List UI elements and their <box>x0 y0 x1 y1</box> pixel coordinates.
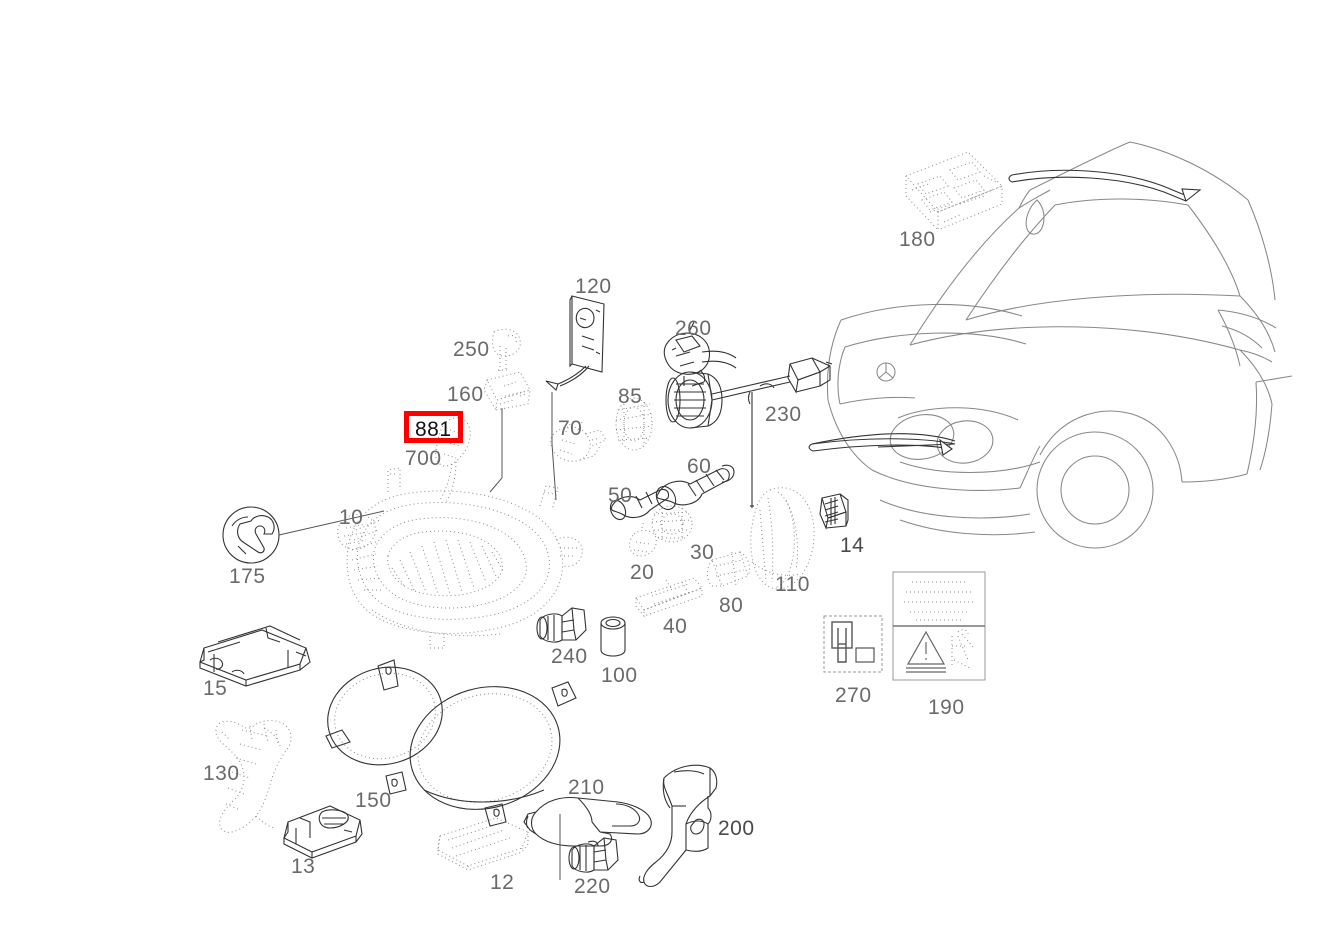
part-200-cover <box>638 764 718 888</box>
callout-250[interactable]: 250 <box>453 338 490 361</box>
part-160-connector <box>483 371 531 412</box>
callout-190[interactable]: 190 <box>928 696 965 719</box>
callout-85[interactable]: 85 <box>618 385 643 408</box>
part-10-headlamp-housing <box>337 467 583 649</box>
leader-line-160-to-housing <box>489 408 503 493</box>
callout-270[interactable]: 270 <box>835 684 872 707</box>
callout-110[interactable]: 110 <box>775 573 810 596</box>
part-14-sensor <box>819 493 849 530</box>
callout-240[interactable]: 240 <box>551 645 588 668</box>
leader-line-120-to-housing <box>551 392 557 501</box>
part-80-collar <box>707 551 751 587</box>
callout-120[interactable]: 120 <box>575 275 612 298</box>
callout-210[interactable]: 210 <box>568 776 605 799</box>
part-150-lens-rings <box>325 659 577 827</box>
callout-10[interactable]: 10 <box>339 506 364 529</box>
callout-175[interactable]: 175 <box>229 565 266 588</box>
part-100-bushing <box>600 616 626 657</box>
callout-100[interactable]: 100 <box>601 664 638 687</box>
callout-12[interactable]: 12 <box>490 871 515 894</box>
callout-130[interactable]: 130 <box>203 762 240 785</box>
part-120-bracket <box>545 295 605 391</box>
callout-70[interactable]: 70 <box>558 417 583 440</box>
part-250-clip <box>491 328 521 372</box>
callout-20[interactable]: 20 <box>630 561 655 584</box>
part-260-actuator <box>663 321 737 387</box>
callout-230[interactable]: 230 <box>765 403 802 426</box>
callout-180[interactable]: 180 <box>899 228 936 251</box>
part-240-bolt <box>536 607 587 643</box>
callout-700[interactable]: 700 <box>405 447 442 470</box>
part-110-lens <box>750 487 815 590</box>
callout-220[interactable]: 220 <box>574 875 611 898</box>
part-175-tool-icon <box>222 506 385 564</box>
callout-15[interactable]: 15 <box>203 677 228 700</box>
part-30-adjuster <box>651 505 693 543</box>
callout-50[interactable]: 50 <box>608 484 633 507</box>
part-20-clip <box>629 519 657 557</box>
callout-260[interactable]: 260 <box>675 317 712 340</box>
vehicle-outline <box>808 141 1293 549</box>
part-15-control-unit <box>199 625 311 687</box>
part-85-seal-ring <box>615 397 653 451</box>
part-180-module <box>905 151 1003 232</box>
callout-30[interactable]: 30 <box>690 541 715 564</box>
callout-40[interactable]: 40 <box>663 615 688 638</box>
part-40-strip <box>635 577 703 618</box>
part-190-warning-label <box>892 571 986 681</box>
callout-80[interactable]: 80 <box>719 594 744 617</box>
part-700-component <box>435 417 471 503</box>
callout-200[interactable]: 200 <box>718 817 755 840</box>
part-13-ballast <box>283 805 363 859</box>
part-cluster-bulb <box>665 357 833 508</box>
part-70-bulb-holder <box>550 421 607 462</box>
callout-13[interactable]: 13 <box>291 855 316 878</box>
highlight-box-881 <box>404 411 463 443</box>
callout-60[interactable]: 60 <box>687 455 712 478</box>
part-60-bulb-tube <box>655 464 735 511</box>
part-12-gasket <box>437 817 529 871</box>
part-220-bolt <box>568 837 619 873</box>
callout-150[interactable]: 150 <box>355 789 392 812</box>
callout-160[interactable]: 160 <box>447 383 484 406</box>
callout-14[interactable]: 14 <box>840 534 865 557</box>
part-50-sleeve <box>609 488 670 521</box>
callout-881[interactable]: 881 <box>415 418 452 441</box>
part-130-bracket <box>215 720 292 833</box>
part-210-spring-clip <box>523 796 652 880</box>
part-270-bulb-symbol <box>823 615 883 673</box>
